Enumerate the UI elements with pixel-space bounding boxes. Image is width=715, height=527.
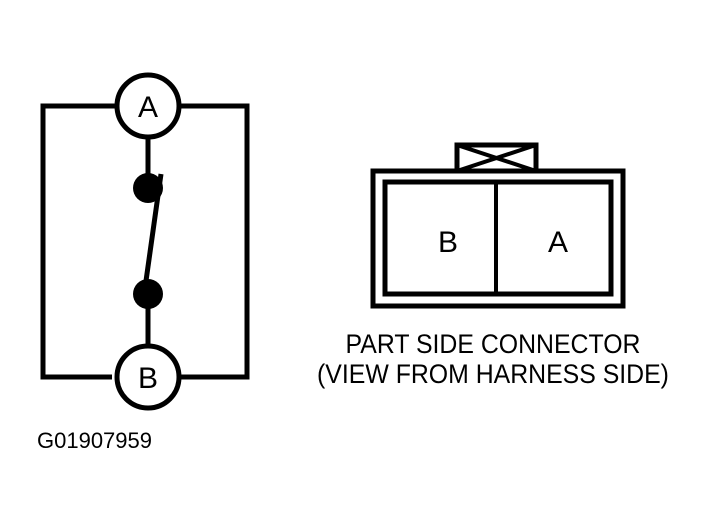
terminal-b-circle (114, 343, 182, 411)
connector-caption-line1: PART SIDE CONNECTOR (345, 329, 641, 359)
switch-contact-upper (133, 173, 163, 203)
switch-schematic (40, 72, 250, 411)
loop-wire (40, 103, 250, 380)
terminal-a-circle (114, 72, 182, 140)
connector-cavity-b-label: B (438, 226, 458, 259)
lock-tab-cross-2 (456, 143, 537, 173)
switch-contact-lower (133, 279, 163, 309)
terminal-b-label: B (138, 362, 158, 395)
connector-drawing (370, 142, 626, 309)
figure-id: G01907959 (37, 428, 152, 453)
connector-caption: PART SIDE CONNECTOR (VIEW FROM HARNESS S… (304, 329, 681, 389)
connector-caption-line2: (VIEW FROM HARNESS SIDE) (317, 359, 669, 389)
connector-cavity-a-label: A (548, 226, 568, 259)
terminal-a-label: A (138, 91, 158, 124)
